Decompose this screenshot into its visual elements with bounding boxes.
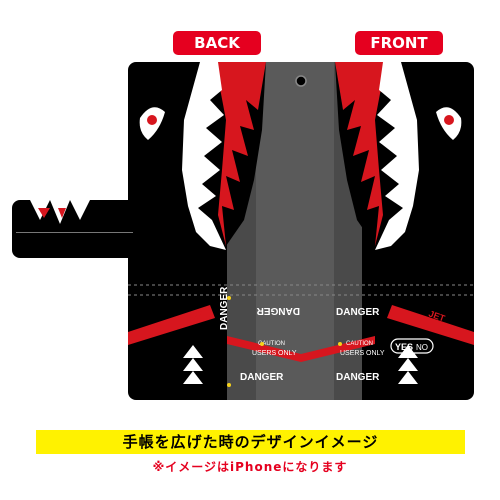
spine-shade (256, 62, 334, 400)
no-text: NO (416, 343, 428, 352)
caution-text-1: CAUTION (258, 341, 285, 347)
yes-no-badge (390, 338, 434, 354)
yes-text: YES (395, 342, 413, 352)
front-jaw-teeth-white (375, 62, 419, 250)
danger-text-3: DANGER (336, 307, 380, 318)
danger-text-1: DANGER (219, 286, 230, 330)
iphone-note: ※イメージはiPhoneになります (152, 460, 348, 474)
front-red-stripe (387, 305, 474, 345)
back-label: BACK (173, 31, 261, 55)
danger-text-4: DANGER (240, 372, 284, 383)
back-jaw-teeth-white (182, 62, 226, 250)
danger-text-2: DANGER (256, 305, 300, 316)
front-jaw-teeth-inner (335, 62, 379, 246)
back-red-stripe (128, 305, 215, 345)
back-jaw-teeth-inner (222, 62, 266, 246)
design-caption: 手帳を広げた時のデザインイメージ (36, 430, 465, 454)
danger-text-5: DANGER (336, 372, 380, 383)
users-only-text-1: USERS ONLY (252, 350, 297, 357)
users-only-text-2: USERS ONLY (340, 350, 385, 357)
back-arrows (183, 345, 203, 384)
caution-text-2: CAUTION (346, 341, 373, 347)
front-arrows (398, 345, 418, 384)
strap-hole (295, 75, 307, 87)
center-red-chevron (227, 336, 375, 362)
front-label: FRONT (355, 31, 443, 55)
